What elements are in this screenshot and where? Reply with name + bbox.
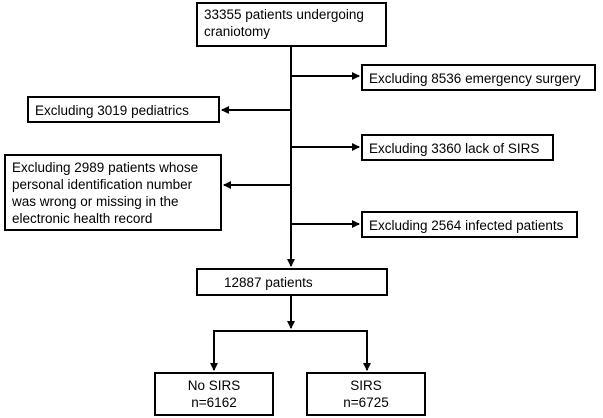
cohort-text: 12887 patients <box>224 275 313 290</box>
sirs-label: SIRS <box>350 378 382 393</box>
start-box: 33355 patients undergoing craniotomy <box>196 2 387 47</box>
no-sirs-count: n=6162 <box>191 395 237 410</box>
exclusion-emergency-box: Excluding 8536 emergency surgery <box>361 64 596 91</box>
no-sirs-label: No SIRS <box>187 378 241 393</box>
exclusion-id-line-1: Excluding 2989 patients whose <box>12 160 199 175</box>
exclusion-emergency-text: Excluding 8536 emergency surgery <box>369 71 581 86</box>
exclusion-id-line-3: was wrong or missing in the <box>12 194 179 209</box>
sirs-count: n=6725 <box>343 395 389 410</box>
exclusion-lack-sirs-text: Excluding 3360 lack of SIRS <box>369 141 540 156</box>
exclusion-infected-text: Excluding 2564 infected patients <box>369 218 564 233</box>
exclusion-id-line-2: personal identification number <box>12 177 193 192</box>
exclusion-lack-sirs-box: Excluding 3360 lack of SIRS <box>361 134 554 161</box>
exclusion-pediatrics-text: Excluding 3019 pediatrics <box>35 103 189 118</box>
exclusion-id-line-4: electronic health record <box>12 211 153 226</box>
exclusion-pediatrics-box: Excluding 3019 pediatrics <box>27 96 220 123</box>
exclusion-infected-box: Excluding 2564 infected patients <box>361 211 578 238</box>
cohort-box: 12887 patients <box>196 268 388 296</box>
no-sirs-box: No SIRS n=6162 <box>154 372 274 416</box>
sirs-box: SIRS n=6725 <box>306 372 426 416</box>
exclusion-id-missing-box: Excluding 2989 patients whose personal i… <box>4 154 222 231</box>
start-line-2: craniotomy <box>204 24 271 39</box>
start-line-1: 33355 patients undergoing <box>204 7 364 22</box>
